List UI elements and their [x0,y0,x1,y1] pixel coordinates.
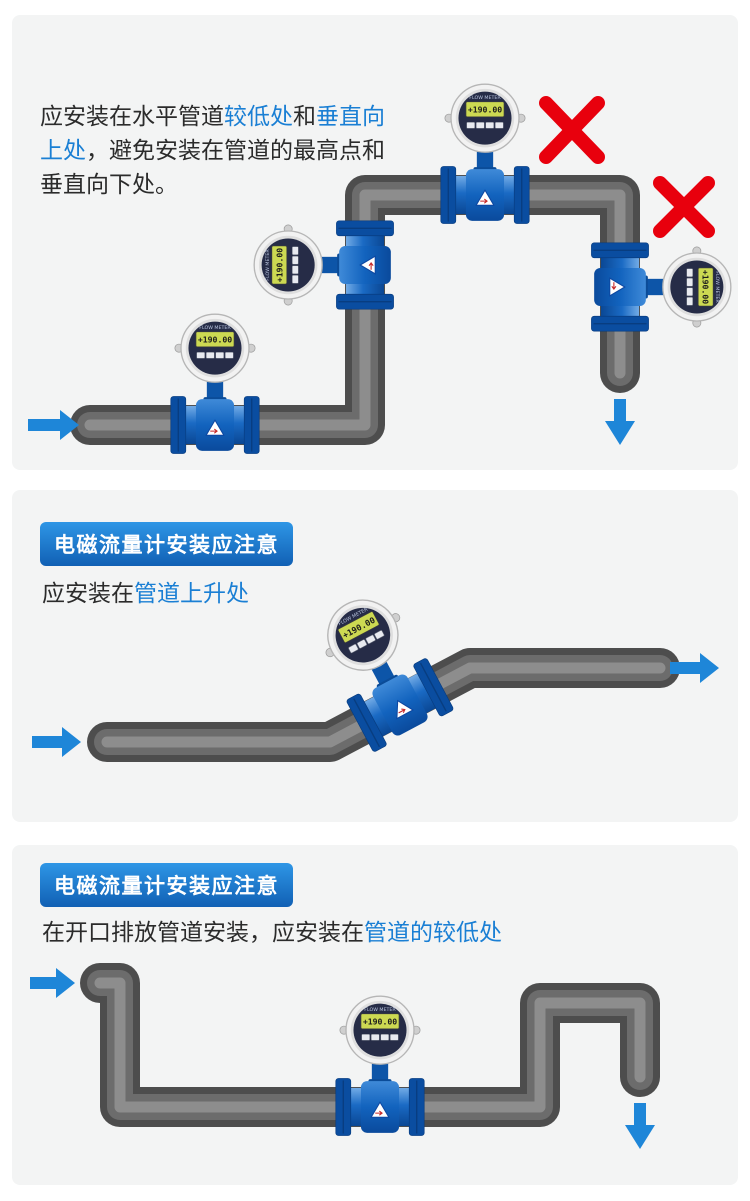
panel-install-positions: 应安装在水平管道较低处和垂直向上处，避免安装在管道的最高点和垂直向下处。 [12,15,738,470]
note-text: ，避免安装在管道的最高点和垂直向下处。 [40,137,385,197]
panel-open-discharge: 电磁流量计安装应注意 在开口排放管道安装，应安装在管道的较低处 [12,845,738,1185]
x-mark-icon [539,96,605,164]
pipe-run [80,963,660,1127]
note-text: 应安装在水平管道 [40,103,224,129]
notice-badge: 电磁流量计安装应注意 [40,863,293,907]
note-text: 和 [293,103,316,129]
x-mark-icon [653,176,715,238]
notice-badge: 电磁流量计安装应注意 [40,522,293,566]
flowmeter-vertical-up-ok [253,220,395,310]
panel3-note: 在开口排放管道安装，应安装在管道的较低处 [42,915,502,949]
arrow-down-icon [625,1103,655,1149]
panel1-note: 应安装在水平管道较低处和垂直向上处，避免安装在管道的最高点和垂直向下处。 [40,99,396,201]
flowmeter-vertical-down-wrong [590,242,732,332]
note-highlight: 管道的较低处 [364,919,502,945]
arrow-right-icon [28,410,79,440]
flowmeter-horizontal-low-ok [170,313,260,455]
arrow-right-icon [670,653,719,683]
note-highlight: 垂直向上处 [40,103,385,163]
flowmeter-highest-point-wrong [440,83,530,225]
note-highlight: 管道上升处 [134,580,249,606]
arrow-right-icon [32,727,81,757]
note-text: 在开口排放管道安装，应安装在 [42,919,364,945]
arrow-right-icon [30,968,75,998]
arrow-down-icon [605,399,635,445]
panel2-diagram [32,582,719,762]
panel3-diagram [30,963,660,1149]
panel1-diagram [28,83,732,455]
flowmeter-low-point-ok [335,995,425,1137]
note-highlight: 较低处 [224,103,293,129]
panel-rising-pipe: 电磁流量计安装应注意 应安装在管道上升处 [12,490,738,822]
note-text: 应安装在 [42,580,134,606]
panel2-note: 应安装在管道上升处 [42,576,249,610]
